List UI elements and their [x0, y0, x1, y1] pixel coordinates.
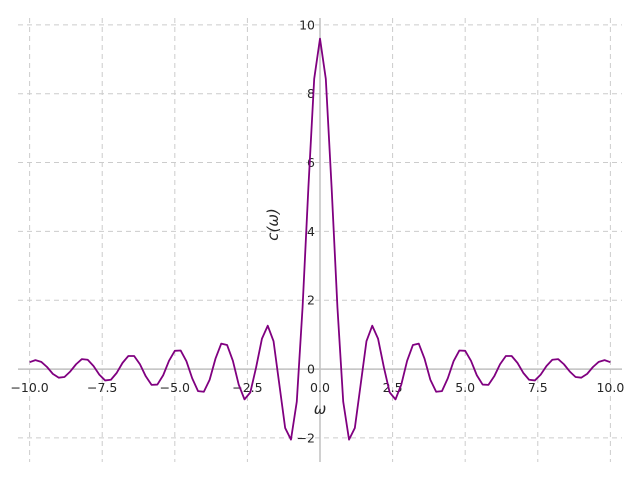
y-tick-label: 10: [299, 17, 315, 32]
x-tick-label: 10.0: [596, 380, 624, 395]
x-tick-label: 5.0: [455, 380, 475, 395]
axes-spines: [18, 18, 622, 462]
y-tick-label: 0: [307, 362, 315, 377]
x-tick-label: −7.5: [87, 380, 117, 395]
y-tick-label: 4: [307, 224, 315, 239]
x-tick-label: −10.0: [10, 380, 48, 395]
x-tick-label: −5.0: [160, 380, 190, 395]
y-axis-label: c(ω): [264, 208, 282, 241]
y-tick-label: 2: [307, 293, 315, 308]
x-axis-label: ω: [314, 400, 327, 418]
y-tick-label: −2: [297, 430, 315, 445]
x-tick-label: 7.5: [528, 380, 548, 395]
y-tick-label: 8: [307, 86, 315, 101]
x-tick-label: −2.5: [232, 380, 262, 395]
series-line: [29, 37, 611, 441]
series-layer: [29, 37, 611, 441]
y-tick-label: 6: [307, 155, 315, 170]
x-tick-label: 0.0: [310, 380, 330, 395]
